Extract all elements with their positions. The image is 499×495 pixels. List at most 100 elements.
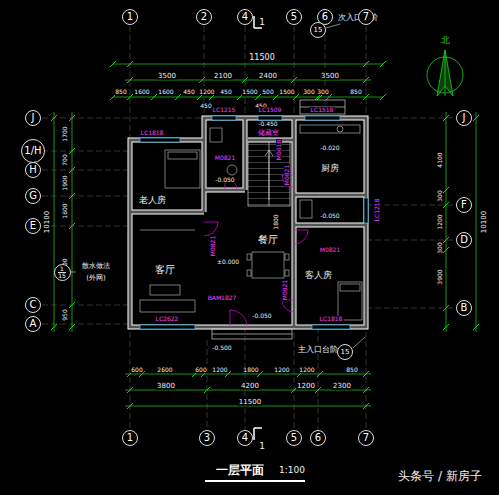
door-tag: M0821 [282, 279, 288, 301]
room-name: 客人房 [304, 271, 333, 280]
axis-label: 5 [291, 12, 297, 22]
axis-label: J [463, 113, 466, 123]
door-tag: M0618 [276, 139, 282, 161]
room-name: 餐厅 [257, 235, 279, 245]
dimension: 3800 [156, 383, 176, 390]
dimension: 950 [62, 308, 68, 321]
axis-label: B [461, 303, 468, 313]
window-tag: LC1818 [140, 130, 165, 136]
axis-label: F [461, 200, 467, 210]
elevation: -0.500 [211, 345, 232, 351]
dimension: 1200 [198, 89, 215, 95]
door-tag: M0821 [214, 155, 236, 161]
axis-bubble: 5 [286, 430, 302, 446]
section-mark: 1 [258, 442, 266, 451]
dimension: 1200 [273, 367, 290, 373]
dimension: 1800 [273, 213, 279, 230]
axis-label: 3 [204, 433, 210, 443]
axis-label: H [29, 165, 37, 175]
dimension: 11500 [248, 54, 275, 62]
elevation: -0.450 [257, 121, 278, 127]
dimension: 1500 [241, 89, 258, 95]
room-name: 厨房 [320, 164, 340, 173]
axis-label: D [460, 235, 468, 245]
window-tag: LC1818 [319, 316, 344, 322]
dimension: 600 [130, 367, 143, 373]
note: (外网) [85, 275, 106, 282]
axis-label: 6 [322, 12, 328, 22]
axis-label: 15 [314, 27, 323, 34]
axis-label: 2 [201, 12, 207, 22]
dimension: 700 [62, 153, 68, 166]
axis-bubble: F [456, 197, 472, 213]
axis-label: 7 [363, 433, 369, 443]
dimension: 11500 [238, 399, 262, 406]
elevation: -0.050 [214, 177, 235, 183]
dimension: 1600 [133, 89, 150, 95]
axis-label: 1 [127, 433, 133, 443]
axis-bubble: E [25, 218, 41, 234]
axis-bubble: 3 [199, 430, 215, 446]
dimension: 3500 [320, 73, 340, 80]
axis-bubble: 6 [310, 430, 326, 446]
north-label: 北 [440, 36, 451, 45]
axis-bubble: H [25, 162, 41, 178]
axis-bubble: D [456, 232, 472, 248]
dimension: 1200 [211, 367, 228, 373]
axis-bubble: J [25, 110, 41, 126]
detail-callout: 15 [310, 22, 326, 38]
elevation: -0.050 [319, 213, 340, 219]
axis-bubble: J [456, 110, 472, 126]
dimension: 1700 [62, 125, 68, 142]
axis-bubble: 1 [122, 9, 138, 25]
room-name: 客厅 [154, 265, 176, 275]
axis-bubble: 2 [196, 9, 212, 25]
room-name: 储藏室 [257, 130, 280, 137]
dimension: 1600 [62, 202, 68, 219]
window-tag: LC1215 [212, 107, 237, 113]
axis-bubble: 4 [237, 9, 253, 25]
axis-label: 6 [315, 433, 321, 443]
door-tag: M0821 [210, 235, 216, 257]
elevation: -0.020 [319, 145, 340, 151]
axis-label: 7 [363, 12, 369, 22]
note: 散水做法 [81, 263, 111, 270]
door-tag: M0821 [284, 164, 290, 186]
elevation: ±0.000 [216, 259, 240, 265]
title-underline [205, 480, 305, 482]
axis-bubble: 1 [122, 430, 138, 446]
dimension: 2400 [258, 73, 278, 80]
drawing-title: 一层平面 [216, 464, 264, 476]
axis-label: 5 [291, 433, 297, 443]
dimension: 1200 [296, 383, 316, 390]
door-tag: BAM1827 [207, 295, 238, 301]
dimension: 1800 [242, 367, 259, 373]
dimension: 300 [302, 89, 315, 95]
dimension: 600 [194, 367, 207, 373]
elevation: -0.050 [251, 313, 272, 319]
dimension: 2100 [213, 73, 233, 80]
dimension: 300 [316, 89, 329, 95]
room-name: 老人房 [138, 196, 167, 205]
axis-bubble: 7 [358, 9, 374, 25]
dimension: 1600 [157, 89, 174, 95]
axis-label: C [30, 300, 37, 310]
axis-label: J [32, 113, 35, 123]
detail-callout: 115 [54, 264, 71, 281]
axis-label: G [29, 191, 37, 201]
dimension: 10100 [481, 210, 488, 234]
axis-bubble: C [25, 297, 41, 313]
axis-bubble: 1/H [21, 139, 45, 163]
dimension: 1500 [278, 89, 295, 95]
scale: 1:100 [278, 466, 306, 475]
axis-label: 1/H [24, 146, 41, 156]
door-tag: M0821 [319, 247, 341, 253]
window-tag: LC1509 [258, 107, 283, 113]
dimension: 1900 [62, 174, 68, 191]
dimension: 1200 [437, 213, 443, 230]
dimension: 300 [437, 241, 443, 254]
axis-bubble: 4 [237, 430, 253, 446]
axis-label: A [30, 319, 37, 329]
dimension: 500 [261, 89, 274, 95]
